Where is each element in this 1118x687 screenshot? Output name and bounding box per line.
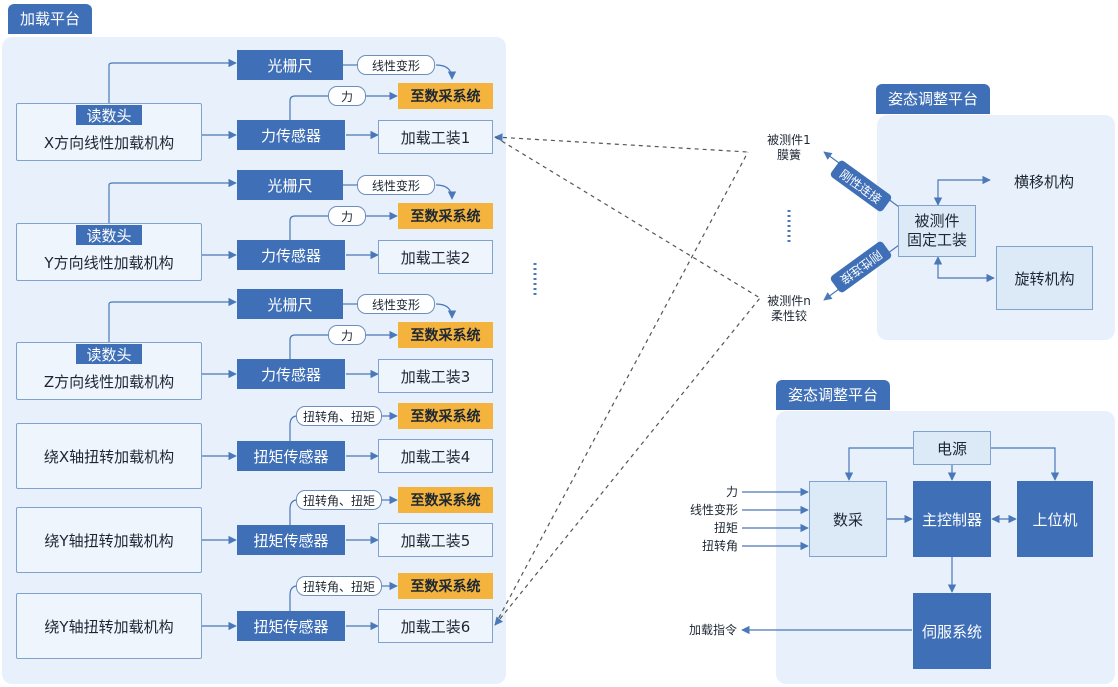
reading-head-label: 读数头 — [76, 225, 142, 245]
specimen-first: 被测件1 膜簧 — [757, 133, 821, 163]
main-controller-box: 主控制器 — [913, 481, 991, 557]
torsion-tag: 扭转角、扭矩 — [296, 576, 382, 596]
loading-fixture-box: 加载工装2 — [378, 240, 493, 274]
to-daq-box: 至数采系统 — [398, 83, 493, 109]
to-daq-box: 至数采系统 — [398, 487, 493, 513]
specimen-first-name: 被测件1 — [767, 133, 811, 147]
force-sensor-box: 力传感器 — [237, 359, 345, 389]
connector — [289, 215, 328, 240]
specimen-last: 被测件n 柔性铰 — [757, 294, 821, 324]
force-tag: 力 — [328, 206, 366, 226]
load-command-label: 加载指令 — [688, 623, 737, 637]
input-deformation-label: 线性变形 — [689, 503, 738, 517]
loading-fixture-box: 加载工装6 — [378, 609, 493, 643]
input-twist-angle-label: 扭转角 — [701, 539, 738, 553]
torsion-mechanism-box: 绕Y轴扭转加载机构 — [16, 507, 202, 573]
force-tag: 力 — [328, 325, 366, 345]
connector — [435, 64, 457, 80]
loading-fixture-box: 加载工装1 — [378, 120, 493, 154]
connector — [108, 58, 237, 106]
loading-fixture-box: 加载工装4 — [378, 439, 493, 473]
daq-box: 数采 — [809, 481, 887, 557]
grating-ruler-box: 光栅尺 — [237, 289, 343, 319]
rotation-mechanism-box: 旋转机构 — [996, 246, 1093, 310]
specimen-first-type: 膜簧 — [776, 148, 801, 162]
linear-deformation-tag: 线性变形 — [357, 294, 435, 314]
specimen-last-type: 柔性铰 — [770, 309, 807, 323]
linear-mechanism-box: X方向线性加载机构 — [16, 103, 202, 161]
specimen-fixture-line1: 被测件 — [914, 212, 960, 230]
to-daq-box: 至数采系统 — [398, 403, 493, 429]
torque-sensor-box: 扭矩传感器 — [237, 525, 345, 555]
torque-sensor-box: 扭矩传感器 — [237, 441, 345, 471]
host-computer-box: 上位机 — [1017, 481, 1093, 557]
translation-mechanism-label: 横移机构 — [1013, 172, 1074, 191]
input-torque-label: 扭矩 — [713, 521, 738, 535]
connector — [289, 334, 328, 359]
connector — [108, 178, 237, 226]
connector — [435, 303, 457, 319]
torque-sensor-box: 扭矩传感器 — [237, 611, 345, 641]
specimen-last-name: 被测件n — [767, 294, 811, 308]
force-sensor-box: 力传感器 — [237, 120, 345, 150]
connector — [108, 297, 237, 345]
linear-deformation-tag: 线性变形 — [357, 55, 435, 75]
connector — [289, 585, 297, 611]
torsion-mechanism-box: 绕Y轴扭转加载机构 — [16, 593, 202, 659]
loading-fixture-box: 加载工装3 — [378, 359, 493, 393]
torsion-mechanism-box: 绕X轴扭转加载机构 — [16, 423, 202, 489]
loading-fixture-box: 加载工装5 — [378, 523, 493, 557]
torsion-tag: 扭转角、扭矩 — [296, 406, 382, 426]
control-platform-title: 姿态调整平台 — [776, 380, 891, 410]
reading-head-label: 读数头 — [76, 344, 142, 364]
reading-head-label: 读数头 — [76, 105, 142, 125]
force-sensor-box: 力传感器 — [237, 240, 345, 270]
power-box: 电源 — [913, 431, 991, 465]
linear-mechanism-box: Z方向线性加载机构 — [16, 342, 202, 400]
connector — [289, 95, 328, 120]
attitude-platform-title: 姿态调整平台 — [876, 84, 991, 114]
connector — [289, 499, 297, 525]
connector — [289, 415, 297, 441]
specimen-fixture-line2: 固定工装 — [906, 231, 967, 249]
linear-deformation-tag: 线性变形 — [357, 175, 435, 195]
input-force-label: 力 — [725, 485, 738, 499]
specimen-fixture-box: 被测件 固定工装 — [898, 205, 976, 257]
force-tag: 力 — [328, 86, 366, 106]
to-daq-box: 至数采系统 — [398, 203, 493, 229]
connector — [435, 184, 457, 200]
grating-ruler-box: 光栅尺 — [237, 50, 343, 80]
servo-system-box: 伺服系统 — [913, 593, 991, 669]
to-daq-box: 至数采系统 — [398, 322, 493, 348]
grating-ruler-box: 光栅尺 — [237, 170, 343, 200]
to-daq-box: 至数采系统 — [398, 573, 493, 599]
torsion-tag: 扭转角、扭矩 — [296, 490, 382, 510]
loading-platform-title: 加载平台 — [8, 4, 93, 34]
